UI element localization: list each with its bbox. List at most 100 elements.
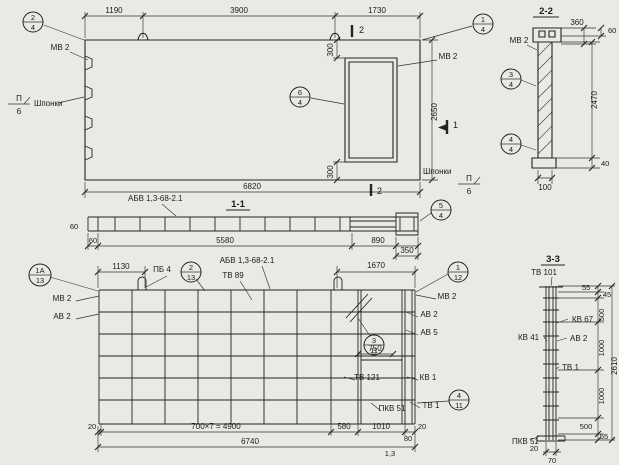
sec33-dim-55-bottom: 55 — [600, 432, 608, 441]
rebar-diagonal-bars — [345, 293, 402, 361]
section-1-1-title: 1-1 — [231, 199, 245, 210]
callout-den: 13 — [36, 276, 44, 285]
callout-den: 4 — [439, 211, 443, 220]
plan-flag-left-den: 6 — [17, 107, 22, 116]
plan-dim-lines — [84, 12, 438, 198]
plan-label-mv2-right: МВ 2 — [439, 52, 458, 61]
callout-den: 4 — [481, 25, 485, 34]
plan-flag-left-num: П — [16, 94, 22, 103]
callout-4-11: 4 11 — [448, 389, 470, 411]
plan-label-keys-bottom: Шпонки — [423, 167, 452, 176]
callout-num: 3 — [372, 336, 376, 345]
sec33-label-tv1: ТВ 1 — [562, 363, 579, 372]
rebar-lifting-hooks — [137, 276, 343, 290]
plan-dim-3900: 3900 — [230, 6, 248, 15]
plan-dim-6820: 6820 — [243, 182, 261, 191]
section-3-3-title: 3-3 — [546, 254, 560, 265]
rebar-label-av2-left: АВ 2 — [53, 312, 71, 321]
rebar-dim-20-left: 20 — [88, 422, 96, 431]
callout-num: 2 — [189, 263, 193, 272]
plan-dim-1730: 1730 — [368, 6, 386, 15]
section-1-1-view: 1-1 АБВ 1,3-68-2.1 60 60 5580 890 350 5 … — [70, 194, 452, 260]
rebar-dim-80: 80 — [404, 434, 412, 443]
rebar-dim-750: 750 — [368, 344, 382, 353]
sec33-dim-2610: 2610 — [610, 357, 619, 375]
plan-cut2-top-label: 2 — [359, 25, 364, 35]
rebar-dim-spacing: 700×7 = 4900 — [191, 422, 241, 431]
callout-num: 1 — [456, 263, 460, 272]
plan-leader-lines — [43, 24, 473, 105]
callout-1-4: 1 4 — [472, 13, 494, 35]
section-3-3-dim-ticks — [542, 282, 616, 456]
section-2-2-hatching — [537, 41, 553, 155]
callout-num: 1 — [481, 15, 485, 24]
section-2-2-dim-lines — [520, 27, 606, 184]
rebar-dim-6740: 6740 — [241, 437, 259, 446]
sec33-label-pkv51: ПКВ 51 — [512, 437, 539, 446]
section-3-3-member — [536, 286, 566, 442]
callout-num: 2 — [31, 13, 35, 22]
sec33-dim-20: 20 — [530, 444, 538, 453]
callout-num: 5 — [439, 201, 443, 210]
plan-dim-300-bottom: 300 — [326, 165, 335, 179]
section-2-2-dim-ticks — [534, 24, 605, 182]
callout-2-4: 2 4 — [22, 11, 44, 33]
callout-2-13: 2 13 — [180, 261, 202, 283]
callout-den: 13 — [187, 273, 195, 282]
sec33-dim-45: 45 — [603, 290, 611, 299]
plan-flag-br-num: П — [466, 174, 472, 183]
rebar-label-kv1: КВ 1 — [420, 373, 437, 382]
plan-view: 1190 3900 1730 2650 300 300 6820 МВ 2 МВ… — [8, 6, 494, 198]
rebar-label-av2-right: АВ 2 — [420, 310, 438, 319]
sec33-label-av2: АВ 2 — [570, 334, 588, 343]
callout-num: 1А — [35, 266, 44, 275]
plan-flag-br-den: 6 — [467, 187, 472, 196]
callout-den: 4 — [31, 23, 35, 32]
plan-dim-2650: 2650 — [430, 103, 439, 121]
sec33-dim-55-top: 55 — [582, 283, 590, 292]
rebar-label-av5: АВ 5 — [420, 328, 438, 337]
sec33-label-kv67: КВ 67 — [572, 315, 594, 324]
rebar-dim-lines — [97, 266, 416, 452]
sec11-assembly-mark: АБВ 1,3-68-2.1 — [128, 194, 183, 203]
sec33-dim-500-bottom: 500 — [580, 422, 593, 431]
callout-den: 11 — [455, 401, 463, 410]
sec22-dim-40: 40 — [601, 159, 609, 168]
rebar-label-mv2-right: МВ 2 — [438, 292, 457, 301]
callout-den: 11 — [370, 346, 378, 355]
rebar-dim-1130: 1130 — [112, 262, 130, 271]
callout-den: 4 — [509, 145, 513, 154]
plan-dim-1190: 1190 — [105, 6, 123, 15]
rebar-dim-1010: 1010 — [372, 422, 390, 431]
callout-num: 4 — [457, 391, 461, 400]
sec11-dim-60a: 60 — [70, 222, 78, 231]
plan-view-flags — [8, 96, 481, 185]
rebar-leader-lines — [49, 265, 450, 412]
rebar-dim-ticks — [94, 268, 419, 451]
sec11-dim-350: 350 — [400, 246, 414, 255]
section-1-1-dim-ticks — [84, 242, 422, 260]
plan-cut-arrow — [438, 124, 447, 131]
sec33-label-kv41: КВ 41 — [518, 333, 540, 342]
sec22-dim-2470: 2470 — [590, 91, 599, 109]
callout-5-4: 5 4 — [430, 199, 452, 221]
rebar-cage-view: 1130 ПБ 4 АБВ 1,3-68-2.1 ТВ 89 1670 МВ 2… — [28, 256, 470, 458]
plan-cut1-label: 1 — [453, 120, 458, 130]
callout-den: 4 — [298, 98, 302, 107]
callout-1a-13: 1А 13 — [28, 263, 52, 287]
callout-num: 4 — [509, 135, 513, 144]
plan-label-keys-left: Шпонки — [34, 99, 63, 108]
section-2-2-view: 2-2 360 60 2470 40 100 МВ 2 3 4 4 4 — [500, 6, 616, 192]
sec11-dim-5580: 5580 — [216, 236, 234, 245]
rebar-label-mv2-left: МВ 2 — [53, 294, 72, 303]
rebar-label-pkv51: ПКВ 51 — [379, 404, 406, 413]
callout-den: 12 — [454, 273, 462, 282]
section-3-3-dim-lines — [529, 276, 615, 456]
plan-keyway-notches — [84, 55, 93, 161]
rebar-vertical-bars — [98, 290, 416, 424]
callout-num: 3 — [509, 70, 513, 79]
rebar-dim-580: 580 — [337, 422, 351, 431]
callout-4-4: 4 4 — [500, 133, 522, 155]
section-3-3-view: 3-3 ТВ 101 55 45 500 1000 1000 500 55 26… — [512, 254, 619, 465]
